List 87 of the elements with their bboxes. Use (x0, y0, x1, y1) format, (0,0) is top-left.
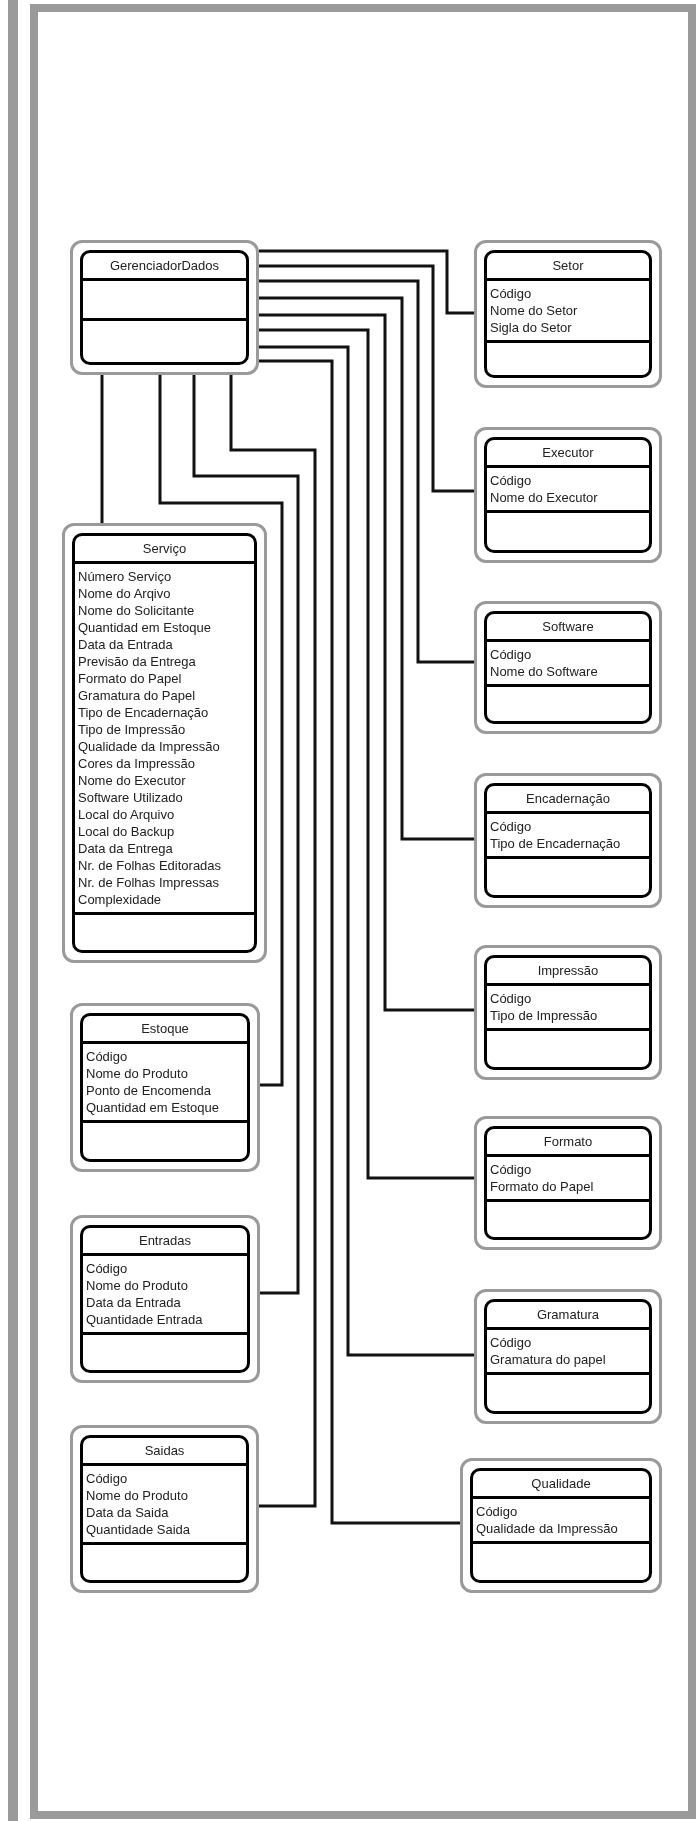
attribute-text: Nome do Arqivo (78, 585, 172, 602)
attribute-text: Ponto de Encomenda (86, 1082, 213, 1099)
class-box (62, 523, 267, 963)
attribute-text: Gramatura do papel (490, 1351, 607, 1368)
attribute-text: Tipo de Encadernação (78, 704, 210, 721)
attribute-text: Nome do Solicitante (78, 602, 196, 619)
attribute-text: Código (490, 646, 533, 663)
class-box (474, 773, 662, 908)
class-box (474, 601, 662, 734)
class-box (70, 1003, 260, 1172)
connector-line (259, 249, 474, 315)
attribute-text: Gramatura do Papel (78, 687, 197, 704)
attribute-text: Data da Entrega (78, 840, 174, 857)
attribute-text: Formato do Papel (490, 1178, 595, 1195)
connector-line (259, 296, 474, 841)
connector-line (259, 345, 474, 1357)
connector-line (259, 279, 474, 664)
class-box (460, 1458, 662, 1593)
class-name: Setor (552, 258, 584, 273)
attribute-text: Local do Backup (78, 823, 176, 840)
class-name: Entradas (138, 1233, 191, 1248)
class-box (474, 1116, 662, 1250)
connector-line (259, 328, 474, 1180)
attribute-text: Quantidade Saida (86, 1521, 192, 1538)
attribute-text: Nome do Software (490, 663, 599, 680)
class-name: GerenciadorDados (109, 258, 220, 273)
attribute-text: Código (490, 472, 533, 489)
attribute-text: Sigla do Setor (490, 319, 573, 336)
attribute-text: Código (86, 1470, 129, 1487)
attribute-text: Qualidade da Impressão (476, 1520, 619, 1537)
class-box (474, 945, 662, 1080)
attribute-text: Formato do Papel (78, 670, 183, 687)
attribute-text: Nome do Executor (78, 772, 187, 789)
class-name: Estoque (141, 1021, 189, 1036)
class-name: Gramatura (536, 1307, 600, 1322)
attribute-text: Data da Saida (86, 1504, 170, 1521)
attribute-text: Software Utilizado (78, 789, 184, 806)
class-box (70, 240, 259, 375)
attribute-text: Qualidade da Impressão (78, 738, 221, 755)
connector-line (158, 375, 284, 1087)
class-name: Encadernação (526, 791, 610, 806)
attribute-text: Nome do Produto (86, 1065, 189, 1082)
attribute-text: Cores da Impressão (78, 755, 197, 772)
attribute-text: Quantidad em Estoque (78, 619, 212, 636)
class-box (70, 1425, 259, 1593)
class-name: Qualidade (531, 1476, 591, 1491)
class-box (474, 427, 662, 563)
attribute-text: Tipo de Encadernação (490, 835, 622, 852)
attribute-text: Código (476, 1503, 519, 1520)
attribute-text: Código (490, 990, 533, 1007)
attribute-text: Tipo de Impressão (78, 721, 187, 738)
attribute-text: Nr. de Folhas Impressas (78, 874, 220, 891)
class-name: Formato (543, 1134, 593, 1149)
class-box (474, 1289, 662, 1424)
attribute-text: Quantidad em Estoque (86, 1099, 220, 1116)
connector-line (259, 264, 474, 493)
class-box (70, 1215, 260, 1383)
attribute-text: Número Serviço (78, 568, 173, 585)
class-name: Serviço (142, 541, 187, 556)
attribute-text: Complexidade (78, 891, 163, 908)
connector-line (259, 313, 474, 1012)
attribute-text: Código (490, 285, 533, 302)
class-name: Software (542, 619, 594, 634)
attribute-text: Código (86, 1048, 129, 1065)
attribute-text: Data da Entrada (78, 636, 174, 653)
attribute-text: Nome do Produto (86, 1487, 189, 1504)
attribute-text: Código (490, 1334, 533, 1351)
connector-line (229, 375, 317, 1508)
attribute-text: Local do Arquivo (78, 806, 176, 823)
attribute-text: Quantidade Entrada (86, 1311, 204, 1328)
connector-line (100, 375, 104, 523)
attribute-text: Nome do Executor (490, 489, 599, 506)
class-name: Saidas (144, 1443, 185, 1458)
connector-line (192, 375, 300, 1295)
attribute-text: Tipo de Impressão (490, 1007, 599, 1024)
attribute-text: Nr. de Folhas Editoradas (78, 857, 223, 874)
class-box (474, 240, 662, 388)
class-name: Executor (542, 445, 594, 460)
attribute-text: Código (490, 818, 533, 835)
connector-line (259, 359, 460, 1525)
attribute-text: Nome do Setor (490, 302, 579, 319)
class-name: Impressão (537, 963, 599, 978)
attribute-text: Nome do Produto (86, 1277, 189, 1294)
attribute-text: Data da Entrada (86, 1294, 182, 1311)
attribute-text: Código (86, 1260, 129, 1277)
attribute-text: Código (490, 1161, 533, 1178)
attribute-text: Previsão da Entrega (78, 653, 197, 670)
